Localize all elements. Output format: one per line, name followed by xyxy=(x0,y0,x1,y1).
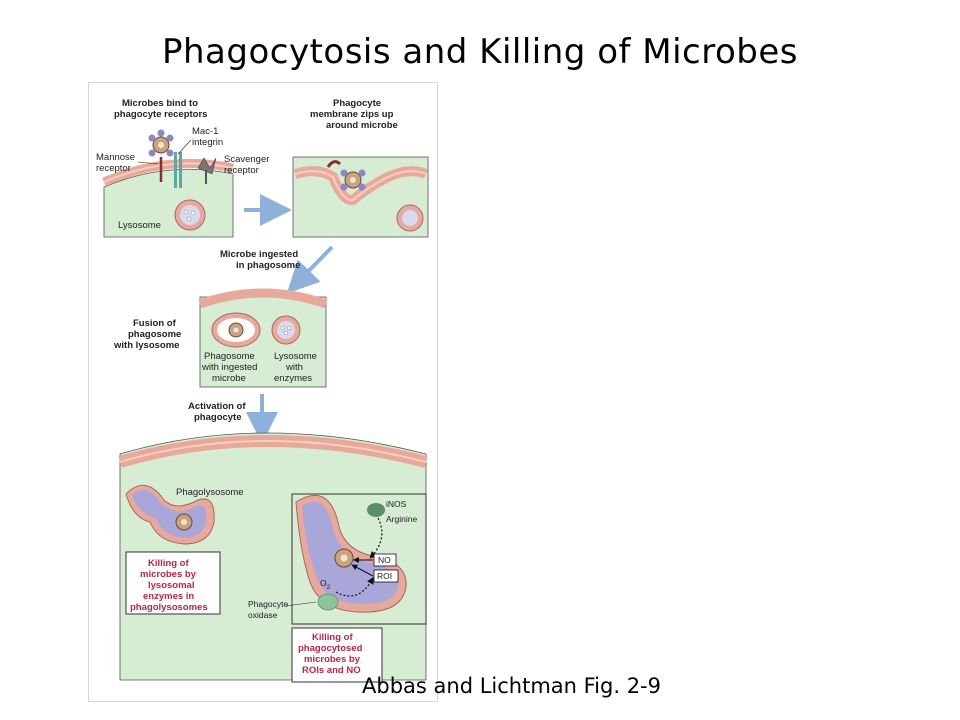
microbe-icon xyxy=(148,129,174,157)
oxidase-label-2: oxidase xyxy=(248,610,278,620)
step1-heading-2: phagocyte receptors xyxy=(114,109,207,120)
microbe-icon xyxy=(175,513,193,531)
killing-lysosomal-3: lysosomal xyxy=(148,580,194,591)
panel-fusion: Phagosome with ingested microbe Lysosome… xyxy=(198,288,328,388)
microbe-icon xyxy=(340,169,366,191)
mannose-label-1: Mannose xyxy=(96,152,135,163)
mac1-label-2: integrin xyxy=(192,137,223,148)
microbe-icon xyxy=(334,548,354,568)
microbe-icon xyxy=(228,322,244,338)
killing-lysosomal-5: phagolysosomes xyxy=(130,602,208,613)
step2-heading-1: Phagocyte xyxy=(333,98,381,109)
arginine-label: Arginine xyxy=(386,514,417,524)
phagocyte-oxidase-icon xyxy=(317,593,339,611)
phagosome-label-3: microbe xyxy=(212,373,246,384)
killing-roi-3: microbes by xyxy=(304,654,361,665)
killing-lysosomal-4: enzymes in xyxy=(143,591,194,602)
panel-membrane-zips: Phagocyte membrane zips up around microb… xyxy=(292,98,429,238)
panel-microbes-bind: Microbes bind to phagocyte receptors Mac… xyxy=(96,98,269,238)
o2-label: O2 xyxy=(320,578,331,591)
step3-heading-1: Microbe ingested xyxy=(220,249,298,260)
fusion-label-3: with lysosome xyxy=(113,340,179,351)
step1-heading-1: Microbes bind to xyxy=(122,98,198,109)
lysosome-enz-label-1: Lysosome xyxy=(274,351,317,362)
phagolysosome-label: Phagolysosome xyxy=(176,487,244,498)
scavenger-label-2: receptor xyxy=(224,165,259,176)
step4-heading-2: phagocyte xyxy=(194,412,242,423)
step3-heading-2: in phagosome xyxy=(236,260,300,271)
scavenger-label-1: Scavenger xyxy=(224,154,269,165)
step2-heading-3: around microbe xyxy=(326,120,398,131)
killing-roi-4: ROIs and NO xyxy=(302,665,361,676)
step2-heading-2: membrane zips up xyxy=(310,109,394,120)
lysosome-icon xyxy=(396,204,424,232)
roi-label: ROI xyxy=(377,571,392,581)
lysosome-icon xyxy=(271,315,301,345)
oxidase-label-1: Phagocyte xyxy=(248,599,288,609)
mannose-label-2: receptor xyxy=(96,163,131,174)
lysosome-enz-label-3: enzymes xyxy=(274,373,312,384)
phagosome-label-2: with ingested xyxy=(201,362,257,373)
killing-lysosomal-2: microbes by xyxy=(140,569,197,580)
inos-icon xyxy=(367,503,385,517)
lysosome-enz-label-2: with xyxy=(285,362,303,373)
killing-lysosomal-1: Killing of xyxy=(148,558,189,569)
panel-killing: Phagolysosome iNOS Arginine NO ROI O2 Ph… xyxy=(118,432,428,683)
fusion-label-1: Fusion of xyxy=(133,318,177,329)
inos-label: iNOS xyxy=(386,499,407,509)
slide-title: Phagocytosis and Killing of Microbes xyxy=(162,32,798,72)
figure-citation: Abbas and Lichtman Fig. 2-9 xyxy=(362,674,661,698)
fusion-label-2: phagosome xyxy=(128,329,181,340)
no-label: NO xyxy=(378,555,391,565)
mac1-label-1: Mac-1 xyxy=(192,126,218,137)
killing-roi-1: Killing of xyxy=(312,632,353,643)
phagosome-label-1: Phagosome xyxy=(204,351,255,362)
lysosome-label-1: Lysosome xyxy=(118,220,161,231)
killing-roi-2: phagocytosed xyxy=(298,643,363,654)
arrow-2 xyxy=(286,245,334,294)
phagocytosis-figure: Microbes bind to phagocyte receptors Mac… xyxy=(96,98,429,683)
step4-heading-1: Activation of xyxy=(188,401,246,412)
lysosome-icon xyxy=(174,199,206,231)
